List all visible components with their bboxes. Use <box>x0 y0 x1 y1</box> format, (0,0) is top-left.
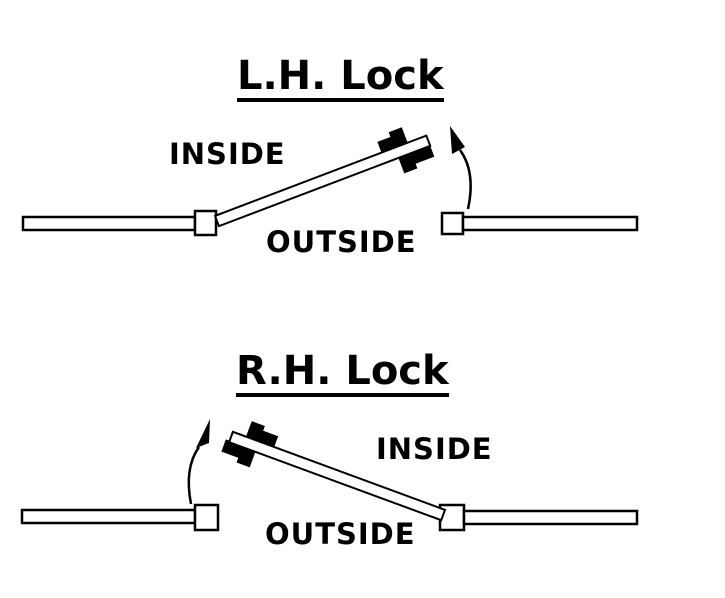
rh-door-group <box>221 421 447 522</box>
rh-lock-drawing <box>20 419 639 532</box>
rh-left-wall <box>20 508 197 525</box>
rh-inside-label: INSIDE <box>376 432 493 466</box>
lh-door <box>213 134 432 228</box>
lh-left-wall <box>21 215 197 232</box>
lh-door-group <box>213 127 435 228</box>
rh-outside-label: OUTSIDE <box>265 517 416 551</box>
rh-right-wall <box>462 509 639 526</box>
lh-lock-drawing <box>21 126 639 237</box>
rh-strike-block <box>193 503 220 532</box>
lh-outside-label: OUTSIDE <box>266 225 417 259</box>
lh-inside-label: INSIDE <box>169 137 286 171</box>
rh-swing-arrow <box>187 419 210 505</box>
lh-swing-arrow <box>450 126 472 210</box>
rh-arrowhead-icon <box>196 419 210 448</box>
rh-door <box>227 430 447 522</box>
lh-strike-block <box>440 211 465 236</box>
lh-lock-title: L.H. Lock <box>237 56 444 102</box>
rh-lock-title: R.H. Lock <box>236 351 449 397</box>
lh-hinge-block <box>193 209 218 237</box>
lh-right-wall <box>461 215 639 232</box>
lh-arrowhead-icon <box>450 126 465 154</box>
